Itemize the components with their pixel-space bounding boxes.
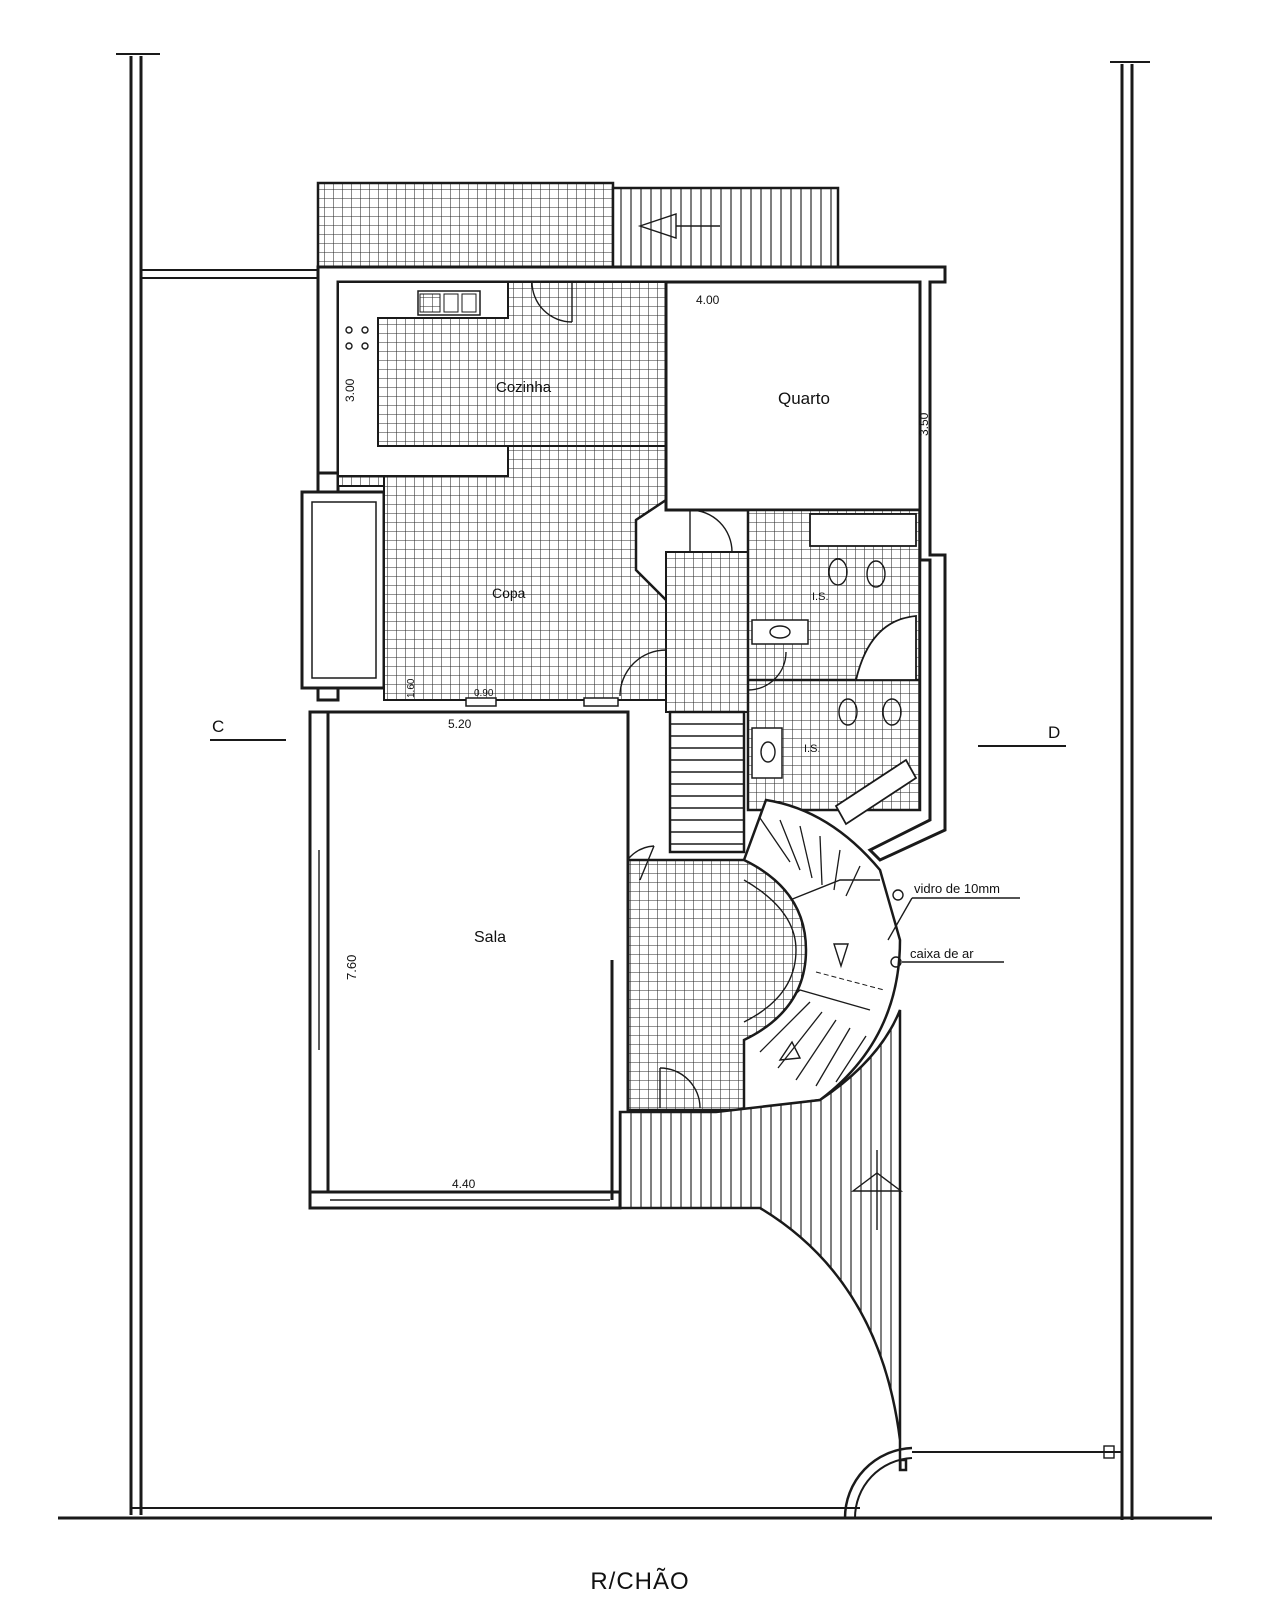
- note-glass: vidro de 10mm: [887, 881, 1020, 941]
- room-label-sala: Sala: [474, 929, 506, 946]
- room-label-wc1: I.S.: [812, 591, 829, 603]
- room-label-quarto: Quarto: [778, 389, 830, 408]
- section-label-c: C: [212, 717, 224, 736]
- note-glass-label: vidro de 10mm: [914, 881, 1000, 896]
- garden-curve: [843, 1445, 1122, 1519]
- dim-small-b: 0.90: [474, 688, 494, 699]
- dim-sala-width: 4.40: [452, 1177, 476, 1191]
- drawing-title: R/CHÃO: [590, 1568, 690, 1595]
- bathrooms: [746, 508, 922, 826]
- section-label-d: D: [1048, 723, 1060, 742]
- staircase: [668, 710, 902, 1112]
- corridor: [665, 551, 749, 713]
- rear-terrace: [316, 181, 840, 269]
- dim-sala-depth: 7.60: [344, 955, 359, 980]
- sala: [326, 710, 630, 1200]
- quarto: [664, 280, 922, 553]
- dim-small-a: 1.60: [406, 678, 417, 698]
- front-walkway: [618, 1009, 908, 1472]
- room-label-wc2: I.S.: [804, 743, 821, 755]
- note-air-label: caixa de ar: [910, 946, 974, 961]
- note-air: caixa de ar: [890, 946, 1004, 968]
- dim-quarto-depth: 3.50: [917, 412, 931, 436]
- section-mark-d: D: [978, 723, 1066, 747]
- stair-treads: [670, 723, 744, 845]
- dim-quarto-width: 4.00: [696, 293, 720, 307]
- room-label-kitchen: Cozinha: [496, 379, 552, 396]
- plot-boundary: [58, 53, 1212, 1520]
- exterior-walls: [300, 265, 947, 1210]
- copa: [383, 445, 667, 707]
- section-mark-c: C: [210, 717, 286, 741]
- room-label-copa: Copa: [492, 585, 526, 601]
- dim-copa-width: 5.20: [448, 717, 472, 731]
- dim-kitchen-depth: 3.00: [343, 378, 357, 402]
